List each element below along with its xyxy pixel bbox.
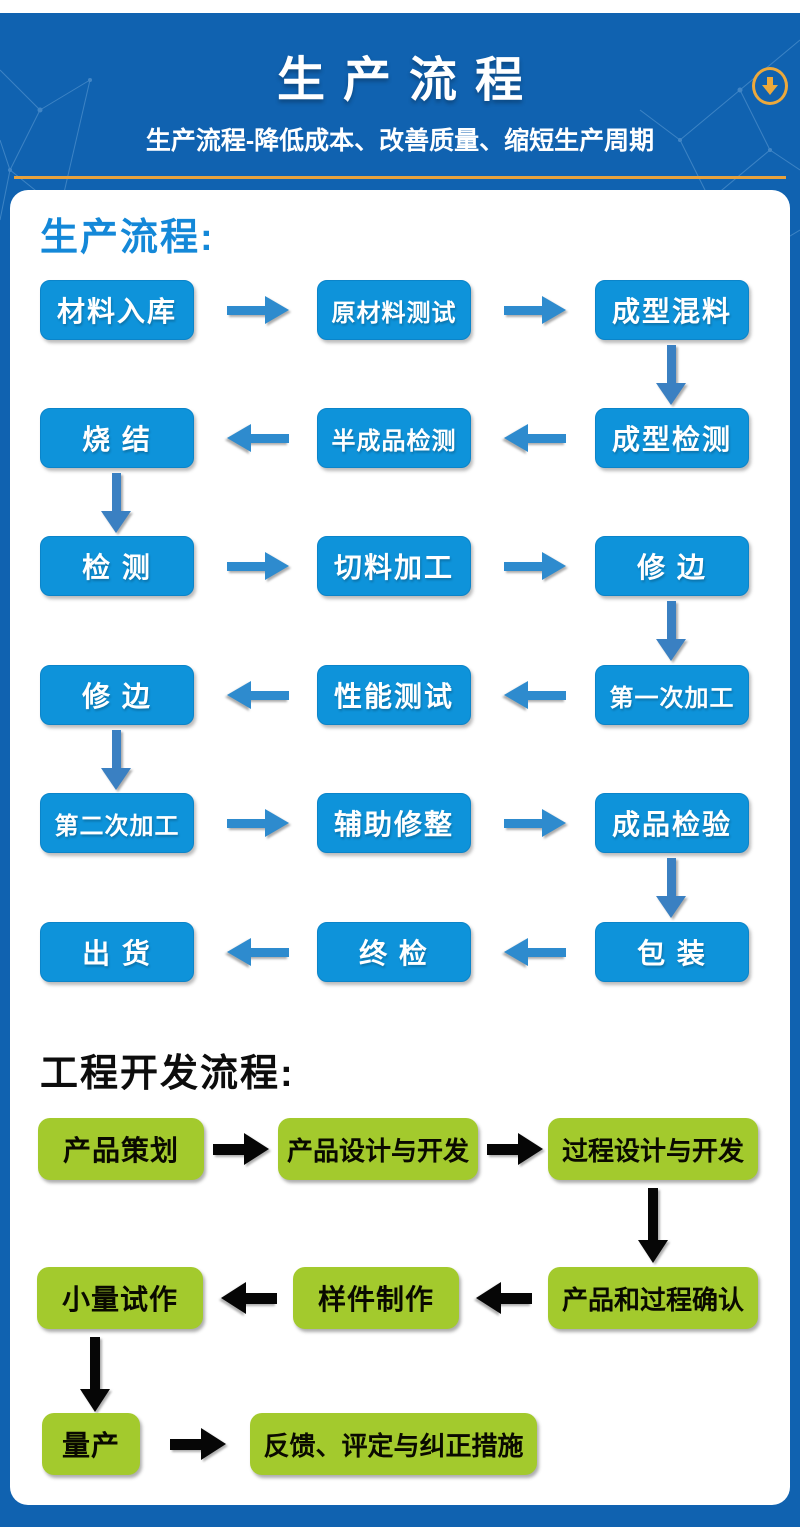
arrow-down-icon	[656, 858, 686, 918]
production-step: 材料入库	[40, 280, 194, 340]
arrow-right-icon	[504, 296, 566, 324]
engineering-step: 产品和过程确认	[548, 1267, 758, 1329]
arrow-right-icon	[504, 809, 566, 837]
arrow-left-icon	[504, 681, 566, 709]
engineering-flow-heading: 工程开发流程:	[40, 1053, 295, 1095]
production-step: 第一次加工	[595, 665, 749, 725]
production-step: 半成品检测	[317, 408, 471, 468]
production-step: 修 边	[40, 665, 194, 725]
production-step: 切料加工	[317, 536, 471, 596]
engineering-step: 过程设计与开发	[548, 1118, 758, 1180]
production-step: 烧 结	[40, 408, 194, 468]
page-subtitle: 生产流程-降低成本、改善质量、缩短生产周期	[145, 127, 655, 155]
engineering-step: 反馈、评定与纠正措施	[250, 1413, 537, 1475]
production-step: 性能测试	[317, 665, 471, 725]
production-step: 第二次加工	[40, 793, 194, 853]
production-step: 终 检	[317, 922, 471, 982]
arrow-left-icon	[227, 424, 289, 452]
arrow-right-icon	[213, 1133, 269, 1165]
production-step: 修 边	[595, 536, 749, 596]
engineering-step: 小量试作	[37, 1267, 203, 1329]
arrow-down-icon	[638, 1188, 668, 1263]
production-step: 包 装	[595, 922, 749, 982]
arrow-left-icon	[227, 938, 289, 966]
divider-line	[14, 176, 786, 179]
arrow-left-icon	[504, 424, 566, 452]
arrow-right-icon	[170, 1428, 226, 1460]
arrow-left-icon	[476, 1282, 532, 1314]
engineering-step: 产品设计与开发	[278, 1118, 478, 1180]
arrow-right-icon	[487, 1133, 543, 1165]
arrow-down-icon	[101, 730, 131, 790]
arrow-down-icon	[80, 1337, 110, 1412]
production-step: 成型检测	[595, 408, 749, 468]
production-step: 成品检验	[595, 793, 749, 853]
down-arrow-icon	[762, 77, 778, 95]
arrow-down-icon	[656, 345, 686, 405]
arrow-left-icon	[504, 938, 566, 966]
page-title: 生产流程	[276, 54, 541, 107]
arrow-down-icon	[101, 473, 131, 533]
production-step: 成型混料	[595, 280, 749, 340]
arrow-right-icon	[227, 809, 289, 837]
arrow-right-icon	[227, 552, 289, 580]
arrow-down-icon	[656, 601, 686, 661]
engineering-step: 产品策划	[38, 1118, 204, 1180]
arrow-right-icon	[227, 296, 289, 324]
arrow-left-icon	[227, 681, 289, 709]
production-flow-heading: 生产流程:	[40, 217, 215, 259]
production-step: 检 测	[40, 536, 194, 596]
scroll-down-button[interactable]	[752, 67, 788, 105]
arrow-right-icon	[504, 552, 566, 580]
engineering-step: 样件制作	[293, 1267, 459, 1329]
arrow-left-icon	[221, 1282, 277, 1314]
engineering-step: 量产	[42, 1413, 140, 1475]
production-step: 辅助修整	[317, 793, 471, 853]
content-card: 生产流程: 材料入库 原材料测试 成型混料 烧 结 半成品检测 成型检测 检 测…	[10, 190, 790, 1505]
production-step: 原材料测试	[317, 280, 471, 340]
production-step: 出 货	[40, 922, 194, 982]
